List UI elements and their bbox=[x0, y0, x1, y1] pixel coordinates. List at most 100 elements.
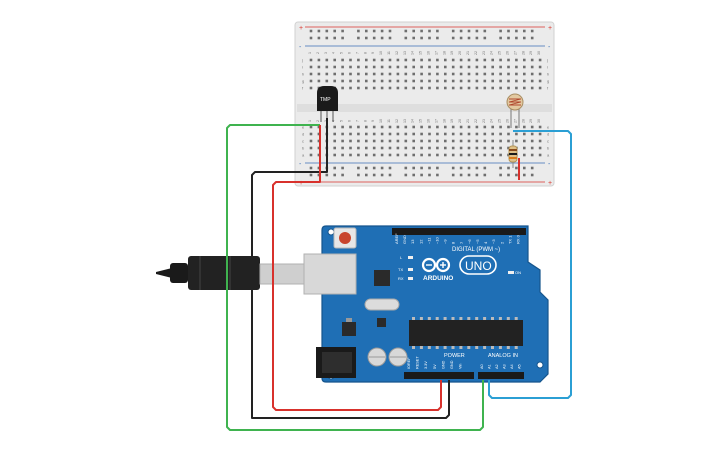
breadboard-hole[interactable] bbox=[538, 65, 542, 69]
breadboard-hole[interactable] bbox=[499, 65, 502, 69]
breadboard-hole[interactable] bbox=[515, 125, 518, 129]
breadboard-hole[interactable] bbox=[436, 65, 439, 69]
breadboard-hole[interactable] bbox=[357, 79, 360, 83]
rail-hole[interactable] bbox=[357, 166, 360, 170]
rail-hole[interactable] bbox=[467, 36, 471, 40]
rail-hole[interactable] bbox=[365, 166, 368, 170]
breadboard-hole[interactable] bbox=[317, 146, 321, 150]
breadboard-hole[interactable] bbox=[451, 146, 455, 150]
breadboard-hole[interactable] bbox=[467, 58, 471, 62]
rail-hole[interactable] bbox=[309, 166, 313, 170]
breadboard-hole[interactable] bbox=[380, 146, 384, 150]
breadboard-hole[interactable] bbox=[365, 125, 368, 129]
breadboard-hole[interactable] bbox=[396, 72, 400, 76]
breadboard-hole[interactable] bbox=[325, 72, 329, 76]
breadboard-hole[interactable] bbox=[333, 139, 336, 143]
breadboard-hole[interactable] bbox=[499, 125, 502, 129]
breadboard-hole[interactable] bbox=[499, 86, 502, 90]
rail-hole[interactable] bbox=[499, 166, 502, 170]
breadboard-hole[interactable] bbox=[325, 58, 329, 62]
breadboard-hole[interactable] bbox=[349, 58, 352, 62]
breadboard-hole[interactable] bbox=[349, 65, 352, 69]
rail-hole[interactable] bbox=[428, 166, 431, 170]
breadboard-hole[interactable] bbox=[499, 153, 502, 157]
breadboard-hole[interactable] bbox=[412, 146, 415, 150]
wires[interactable] bbox=[226, 118, 572, 431]
breadboard-hole[interactable] bbox=[475, 86, 479, 90]
breadboard-hole[interactable] bbox=[341, 139, 344, 143]
rail-hole[interactable] bbox=[459, 29, 463, 33]
breadboard-hole[interactable] bbox=[515, 79, 518, 83]
breadboard-hole[interactable] bbox=[325, 65, 329, 69]
breadboard-hole[interactable] bbox=[491, 139, 494, 143]
breadboard-hole[interactable] bbox=[333, 65, 336, 69]
breadboard-hole[interactable] bbox=[404, 132, 408, 136]
rail-hole[interactable] bbox=[412, 173, 415, 177]
breadboard-hole[interactable] bbox=[530, 146, 534, 150]
rail-hole[interactable] bbox=[451, 166, 455, 170]
breadboard-hole[interactable] bbox=[538, 153, 542, 157]
breadboard-hole[interactable] bbox=[420, 79, 423, 83]
breadboard-hole[interactable] bbox=[333, 72, 336, 76]
breadboard-hole[interactable] bbox=[459, 146, 463, 150]
rail-hole[interactable] bbox=[499, 29, 502, 33]
breadboard-hole[interactable] bbox=[483, 58, 487, 62]
rail-hole[interactable] bbox=[467, 173, 471, 177]
breadboard-hole[interactable] bbox=[396, 58, 400, 62]
breadboard-hole[interactable] bbox=[467, 146, 471, 150]
breadboard-hole[interactable] bbox=[530, 86, 534, 90]
breadboard-hole[interactable] bbox=[451, 132, 455, 136]
breadboard-hole[interactable] bbox=[507, 65, 510, 69]
rail-hole[interactable] bbox=[357, 29, 360, 33]
breadboard-hole[interactable] bbox=[530, 125, 534, 129]
breadboard-hole[interactable] bbox=[530, 153, 534, 157]
temperature-sensor[interactable]: TMP bbox=[317, 86, 338, 122]
breadboard-hole[interactable] bbox=[444, 132, 447, 136]
breadboard-hole[interactable] bbox=[357, 86, 360, 90]
breadboard-hole[interactable] bbox=[404, 153, 408, 157]
breadboard-hole[interactable] bbox=[309, 58, 313, 62]
breadboard-hole[interactable] bbox=[365, 146, 368, 150]
breadboard-hole[interactable] bbox=[523, 58, 526, 62]
rail-hole[interactable] bbox=[420, 173, 423, 177]
breadboard-hole[interactable] bbox=[467, 79, 471, 83]
breadboard-hole[interactable] bbox=[396, 153, 400, 157]
breadboard-hole[interactable] bbox=[365, 153, 368, 157]
rail-hole[interactable] bbox=[459, 36, 463, 40]
breadboard-hole[interactable] bbox=[309, 125, 313, 129]
rail-hole[interactable] bbox=[436, 29, 439, 33]
breadboard-hole[interactable] bbox=[475, 58, 479, 62]
breadboard-hole[interactable] bbox=[365, 86, 368, 90]
breadboard-hole[interactable] bbox=[428, 139, 431, 143]
breadboard-hole[interactable] bbox=[396, 86, 400, 90]
breadboard-hole[interactable] bbox=[388, 132, 392, 136]
rail-hole[interactable] bbox=[499, 36, 502, 40]
breadboard-hole[interactable] bbox=[420, 86, 423, 90]
breadboard-hole[interactable] bbox=[380, 79, 384, 83]
breadboard-hole[interactable] bbox=[523, 79, 526, 83]
rail-hole[interactable] bbox=[341, 36, 344, 40]
breadboard-hole[interactable] bbox=[475, 65, 479, 69]
breadboard-hole[interactable] bbox=[538, 139, 542, 143]
breadboard-hole[interactable] bbox=[483, 153, 487, 157]
breadboard-hole[interactable] bbox=[396, 139, 400, 143]
breadboard-hole[interactable] bbox=[357, 58, 360, 62]
breadboard-hole[interactable] bbox=[436, 139, 439, 143]
breadboard-hole[interactable] bbox=[412, 86, 415, 90]
breadboard-hole[interactable] bbox=[523, 146, 526, 150]
rail-hole[interactable] bbox=[341, 29, 344, 33]
rail-hole[interactable] bbox=[507, 36, 510, 40]
breadboard-hole[interactable] bbox=[309, 86, 313, 90]
breadboard-hole[interactable] bbox=[523, 65, 526, 69]
breadboard-hole[interactable] bbox=[317, 153, 321, 157]
breadboard-hole[interactable] bbox=[507, 58, 510, 62]
breadboard-hole[interactable] bbox=[507, 125, 510, 129]
breadboard-hole[interactable] bbox=[499, 139, 502, 143]
rail-hole[interactable] bbox=[388, 173, 392, 177]
rail-hole[interactable] bbox=[515, 173, 518, 177]
rail-hole[interactable] bbox=[530, 173, 534, 177]
rail-hole[interactable] bbox=[404, 173, 408, 177]
breadboard-hole[interactable] bbox=[507, 86, 510, 90]
rail-hole[interactable] bbox=[523, 36, 526, 40]
